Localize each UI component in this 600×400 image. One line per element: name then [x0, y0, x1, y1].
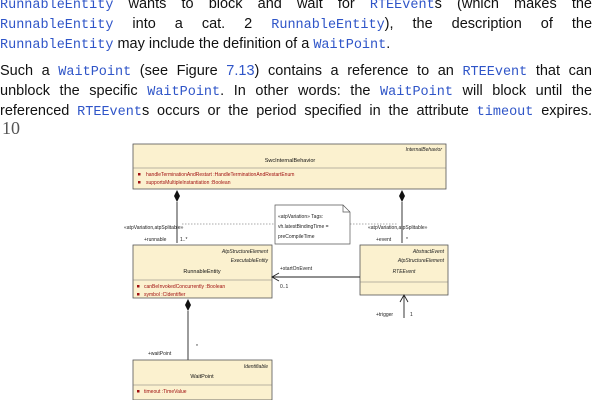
attribute-bullet — [137, 390, 140, 393]
note-box — [274, 204, 351, 245]
class-box — [132, 359, 273, 400]
code-term: RTEEvent — [369, 0, 435, 13]
class-runnable-entity: AtpStructureElement ExecutableEntity Run… — [132, 244, 273, 299]
class-attribute: canBeInvokedConcurrently :Boolean — [144, 284, 225, 290]
class-box — [132, 244, 273, 299]
note-fold — [342, 205, 350, 213]
code-term: timeout — [476, 105, 534, 120]
figure-reference-link[interactable]: 7.13 — [226, 63, 255, 79]
class-wait-point: Identifiable WaitPoint timeout :TimeValu… — [132, 359, 273, 400]
code-term: RunnableEntity — [0, 38, 114, 53]
class-box — [359, 244, 449, 296]
class-box — [132, 143, 447, 190]
association-tag-label: «atpVariation,atpSplitable» — [124, 225, 184, 231]
text: (see Figure — [131, 63, 227, 79]
text: ), the description of the — [384, 16, 593, 32]
code-term: WaitPoint — [313, 38, 387, 53]
note-line: vh.latestBindingTime = — [278, 224, 329, 230]
composition-diamond — [174, 190, 180, 202]
code-term: RTEEvent — [462, 65, 528, 80]
association-role-label: +waitPoint — [148, 351, 172, 357]
multiplicity-label: * — [196, 344, 198, 350]
code-term: RunnableEntity — [271, 18, 385, 33]
class-attribute: symbol :CIdentifier — [144, 292, 186, 298]
multiplicity-label: * — [406, 237, 408, 243]
tagged-value-note: «atpVariation» Tags: vh.latestBindingTim… — [274, 204, 351, 245]
paragraph-1-line-2: RunnableEntity into a cat. 2 RunnableEnt… — [0, 15, 592, 35]
paragraph-2: Such a WaitPoint (see Figure 7.13) conta… — [0, 62, 592, 122]
text: referenced — [0, 103, 78, 119]
attribute-bullet — [137, 293, 140, 296]
text: will block until the — [452, 83, 593, 99]
code-term: WaitPoint — [147, 85, 221, 100]
stereotype-label: InternalBehavior — [406, 147, 443, 153]
association-role-label: +event — [376, 237, 392, 243]
stereotype-label: Identifiable — [244, 364, 268, 370]
multiplicity-label: 1..* — [180, 237, 188, 243]
note-line: preCompileTime — [278, 234, 315, 240]
paragraph-1: RunnableEntity wants to block and wait f… — [0, 0, 592, 55]
stereotype-label: AbstractEvent — [412, 249, 445, 255]
text: into a cat. 2 — [113, 16, 272, 32]
class-name: RTEEvent — [393, 269, 416, 275]
text: expires. — [533, 103, 592, 119]
paragraph-2-line-2: unblock the specific WaitPoint. In other… — [0, 82, 592, 102]
class-attribute: supportsMultipleInstantiation :Boolean — [146, 180, 231, 186]
stereotype-label: AtpStructureElement — [221, 249, 269, 255]
association-role-label: +runnable — [144, 237, 167, 243]
note-line: «atpVariation» Tags: — [278, 214, 323, 220]
text: unblock the specific — [0, 83, 148, 99]
paragraph-1-line-1: RunnableEntity wants to block and wait f… — [0, 0, 592, 15]
stereotype-label: ExecutableEntity — [231, 258, 269, 264]
code-term: RTEEvent — [77, 105, 142, 120]
association-tag-label: «atpVariation,atpSplitable» — [368, 225, 428, 231]
text: . In other words: the — [220, 83, 381, 99]
attribute-bullet — [138, 173, 141, 176]
class-name: RunnableEntity — [183, 269, 221, 275]
text: that can — [527, 63, 592, 79]
text: . — [386, 36, 391, 52]
class-name: WaitPoint — [190, 374, 214, 380]
class-attribute: handleTerminationAndRestart :HandleTermi… — [146, 172, 294, 178]
class-name: SwcInternalBehavior — [265, 158, 316, 164]
stereotype-label: AtpStructureElement — [397, 258, 445, 264]
paragraph-2-line-1: Such a WaitPoint (see Figure 7.13) conta… — [0, 62, 592, 82]
arrow-head — [271, 272, 280, 282]
class-rte-event: AbstractEvent AtpStructureElement RTEEve… — [359, 244, 449, 296]
composition-diamond — [185, 299, 191, 311]
attribute-bullet — [137, 285, 140, 288]
code-term: WaitPoint — [58, 65, 132, 80]
class-swc-internal-behavior: InternalBehavior SwcInternalBehavior han… — [132, 143, 447, 190]
text: ) contains a reference to an — [254, 63, 463, 79]
code-term: RunnableEntity — [0, 18, 114, 33]
text: s occurs or the period specified in the … — [141, 103, 477, 119]
attribute-bullet — [138, 181, 141, 184]
association-role-label: +startOnEvent — [280, 266, 313, 272]
composition-diamond — [399, 190, 405, 202]
arrow-head — [399, 294, 409, 303]
class-attribute: timeout :TimeValue — [144, 389, 187, 395]
multiplicity-label: 1 — [410, 312, 413, 318]
code-term: WaitPoint — [380, 85, 453, 100]
association-role-label: +trigger — [376, 312, 393, 318]
paragraph-1-line-3: RunnableEntity may include the definitio… — [0, 35, 592, 55]
text: Such a — [0, 63, 59, 79]
text: s (which makes the — [434, 0, 592, 12]
text: may include the definition of a — [113, 36, 314, 52]
text: wants to block and wait for — [113, 0, 370, 12]
page-number-fragment: 10 — [2, 118, 20, 138]
code-term: RunnableEntity — [0, 0, 114, 13]
paragraph-2-line-3: referenced RTEEvents occurs or the perio… — [0, 102, 592, 122]
multiplicity-label: 0..1 — [280, 284, 289, 290]
